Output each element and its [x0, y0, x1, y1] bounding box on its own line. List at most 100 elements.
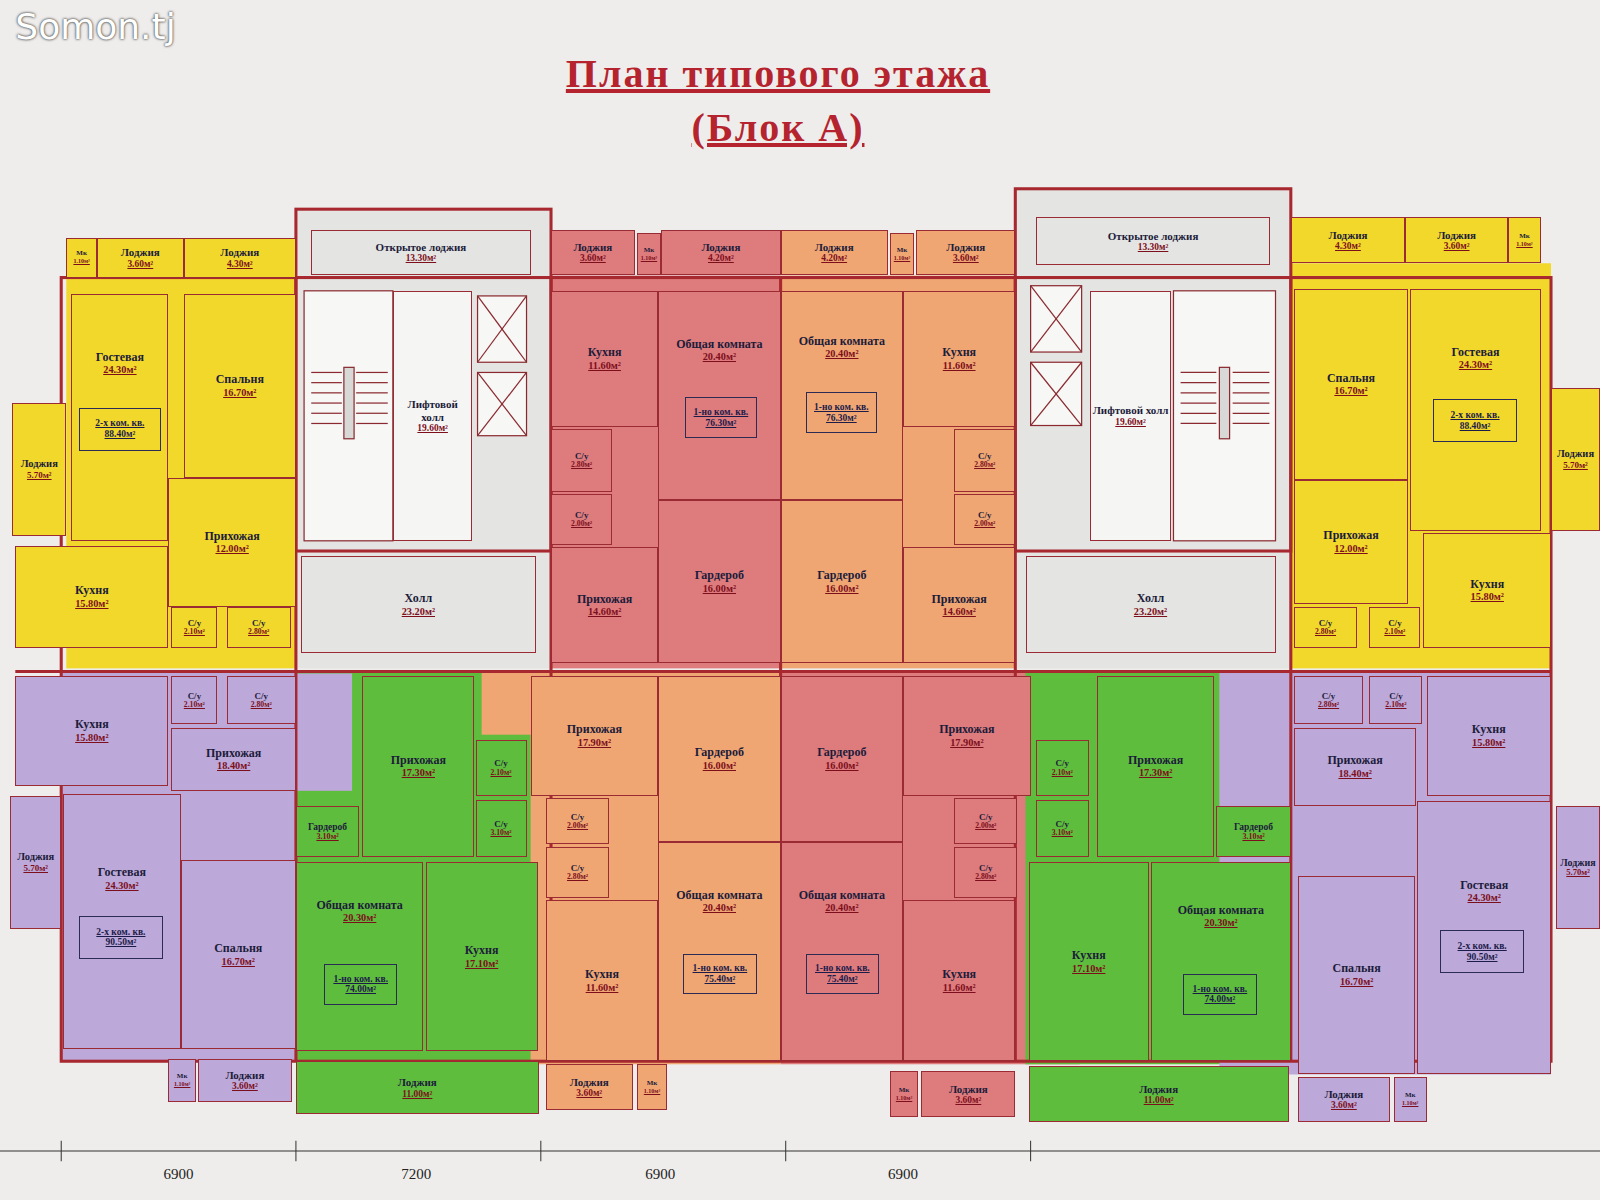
room-area: 3.60м² — [918, 253, 1013, 264]
room-area: 2.00м² — [956, 520, 1013, 529]
room-area: 3.60м² — [553, 253, 633, 264]
room: Лоджия3.60м² — [1298, 1077, 1390, 1123]
room: Лоджия11.00м² — [1029, 1066, 1289, 1122]
room-area: 3.60м² — [923, 1095, 1013, 1106]
room: Гостевая24.30м²2-х ком. кв. 90.50м² — [63, 794, 180, 1049]
stair — [1233, 413, 1270, 414]
room-area: 11.60м² — [905, 982, 1013, 994]
stair — [1233, 372, 1270, 373]
room: Кухня11.60м² — [546, 900, 658, 1061]
room: Лоджия4.20м² — [781, 230, 888, 276]
room-name: С/у — [956, 451, 1013, 461]
room: Прихожая17.30м² — [1097, 676, 1214, 858]
room: С/у3.10м² — [1036, 800, 1089, 857]
room: Лоджия4.30м² — [184, 238, 296, 278]
room-name: Лоджия — [553, 241, 633, 253]
room-area: 13.30м² — [313, 253, 528, 264]
lift-shaft — [478, 372, 527, 435]
stair — [311, 423, 342, 424]
room: Лоджия5.70м² — [1556, 806, 1600, 928]
room: Лоджия11.00м² — [296, 1061, 539, 1114]
room-name: Прихожая — [1296, 754, 1414, 767]
room-area: 17.10м² — [1031, 963, 1147, 975]
apartment-ground — [296, 671, 541, 1061]
stair — [1181, 423, 1217, 424]
dimension-line — [785, 1141, 786, 1161]
room-area: 11.00м² — [298, 1089, 537, 1100]
core-ground — [296, 189, 1291, 669]
room-name: Кухня — [1425, 578, 1549, 591]
dimension-line — [540, 1141, 541, 1161]
room: Гостевая24.30м²2-х ком. кв. 90.50м² — [1417, 801, 1551, 1074]
stair — [1181, 413, 1217, 414]
stair — [1181, 392, 1217, 393]
room-name: С/у — [1296, 691, 1361, 701]
room-area: 2.80м² — [553, 461, 610, 470]
room: Лоджия4.30м² — [1291, 217, 1405, 263]
apartment-label: 2-х ком. кв. 88.40м² — [81, 418, 159, 439]
room-name: С/у — [1371, 691, 1420, 701]
room: Холл23.20м² — [1026, 556, 1276, 653]
room-area: 12.00м² — [1296, 543, 1406, 555]
room-name: Открытое лоджия — [1038, 230, 1269, 242]
stair — [1233, 382, 1270, 383]
room: Лифтовой холл19.60м² — [1090, 291, 1172, 541]
room: С/у2.00м² — [954, 798, 1017, 844]
room: Общая комната20.40м²1-но ком. кв. 75.40м… — [781, 842, 903, 1061]
room-area: 3.60м² — [1407, 241, 1506, 252]
room-name: С/у — [553, 451, 610, 461]
apartment-tag: 2-х ком. кв. 90.50м² — [1440, 930, 1524, 973]
room: Кухня11.60м² — [551, 291, 658, 427]
apartment-tag: 1-но ком. кв. 76.30м² — [685, 397, 756, 438]
room-name: С/у — [1038, 819, 1087, 829]
stair — [311, 402, 342, 403]
room-name: Лифтовой холл — [395, 398, 471, 423]
room-area: 17.30м² — [1099, 767, 1212, 779]
apartment-ground — [482, 671, 533, 734]
room-area: 1.10м² — [892, 255, 912, 262]
room-area: 16.00м² — [783, 760, 901, 772]
lift-shaft — [1031, 362, 1082, 425]
room-area: 1.10м² — [1396, 1100, 1425, 1107]
room-name: Общая комната — [1153, 904, 1289, 917]
room-area: 1.10м² — [639, 255, 659, 262]
room-area: 15.80м² — [17, 598, 166, 610]
room-area: 3.60м² — [1300, 1100, 1388, 1111]
apartment-tag: 2-х ком. кв. 88.40м² — [79, 408, 161, 451]
room: Прихожая12.00м² — [1294, 480, 1408, 604]
room-area: 24.30м² — [73, 364, 166, 376]
room: Спальня16.70м² — [181, 860, 296, 1049]
room-name: Лоджия — [923, 1083, 1013, 1095]
room: Кухня11.60м² — [903, 291, 1015, 427]
room-name: Спальня — [1296, 372, 1406, 385]
room-name: Кухня — [905, 346, 1013, 359]
room-name: Лоджия — [663, 241, 778, 253]
room-area: 5.70м² — [1553, 460, 1598, 470]
room: С/у2.00м² — [546, 798, 609, 844]
room: Кухня15.80м² — [15, 676, 168, 786]
room-name: Прихожая — [1099, 754, 1212, 767]
room-area: 20.40м² — [783, 902, 901, 914]
watermark: Somon.tj — [15, 6, 175, 47]
room-area: 2.00м² — [553, 520, 610, 529]
room: Прихожая17.90м² — [531, 676, 659, 796]
room-area: 24.30м² — [1419, 892, 1549, 904]
room-area: 1.10м² — [170, 1081, 194, 1088]
room-name: С/у — [229, 618, 289, 628]
room-name: Прихожая — [1296, 529, 1406, 542]
room-name: Мк — [892, 247, 912, 255]
room-area: 19.60м² — [1092, 417, 1170, 428]
room-area: 11.60м² — [553, 360, 656, 372]
room-name: С/у — [956, 812, 1015, 822]
room: Прихожая17.30м² — [362, 676, 474, 858]
room-name: Лоджия — [186, 246, 294, 258]
room-name: С/у — [548, 863, 607, 873]
dimension-line — [295, 1141, 296, 1161]
room: Общая комната20.30м²1-но ком. кв. 74.00м… — [1151, 862, 1291, 1061]
apartment-ground — [1291, 263, 1551, 668]
room: Мк1.10м² — [66, 238, 97, 278]
stair — [356, 413, 388, 414]
room-area: 3.10м² — [478, 829, 525, 838]
room: С/у2.80м² — [546, 847, 609, 898]
room-name: Гостевая — [73, 351, 166, 364]
